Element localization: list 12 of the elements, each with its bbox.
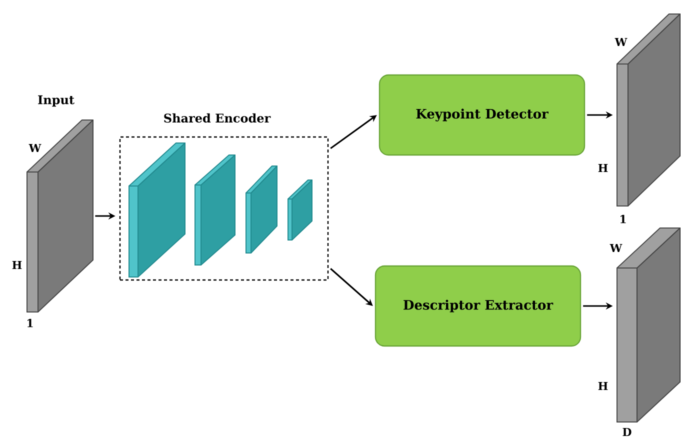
dimension-label: H	[598, 164, 608, 172]
dimension-label: W	[614, 38, 628, 46]
dimension-label: D	[622, 428, 632, 436]
dimension-label: W	[610, 244, 622, 252]
dimension-label: H	[598, 382, 608, 390]
process-box: Descriptor Extractor	[374, 265, 582, 347]
dimension-label: H	[12, 261, 22, 270]
process-box: Keypoint Detector	[378, 74, 586, 156]
slab-heading: Input	[38, 95, 74, 107]
encoder-heading: Shared Encoder	[164, 113, 271, 123]
dimension-label: 1	[620, 214, 626, 224]
dimension-label: 1	[28, 318, 33, 328]
